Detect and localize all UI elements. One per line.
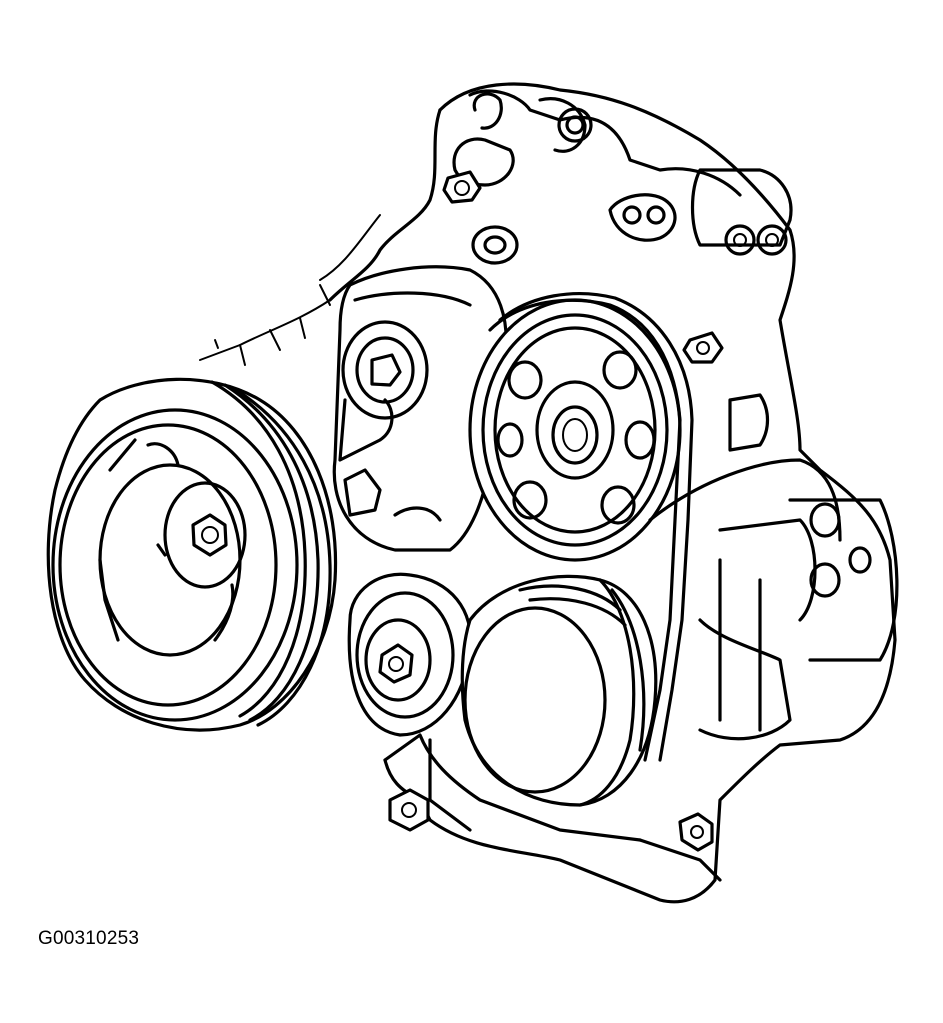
upper-right-sensor [690,168,793,256]
oval-fitting [608,193,677,242]
generator-pulley [460,574,658,807]
engine-front-cover [199,82,897,904]
belt-tensioner-upper [332,265,508,552]
cover-bolt-top [442,170,482,204]
flange-bolt-left [388,788,430,832]
generator [648,458,899,741]
figure-id-label: G00310253 [38,928,140,949]
flange-bolt-right [678,812,714,852]
upper-bracket [452,89,742,197]
cover-boss [471,225,519,265]
crankshaft-balancer [46,377,338,732]
drive-belt [488,292,694,762]
idler-pulley [347,572,473,737]
cover-bolt-right [682,331,770,452]
water-pump-pulley [468,298,682,562]
lower-flange [383,733,722,882]
